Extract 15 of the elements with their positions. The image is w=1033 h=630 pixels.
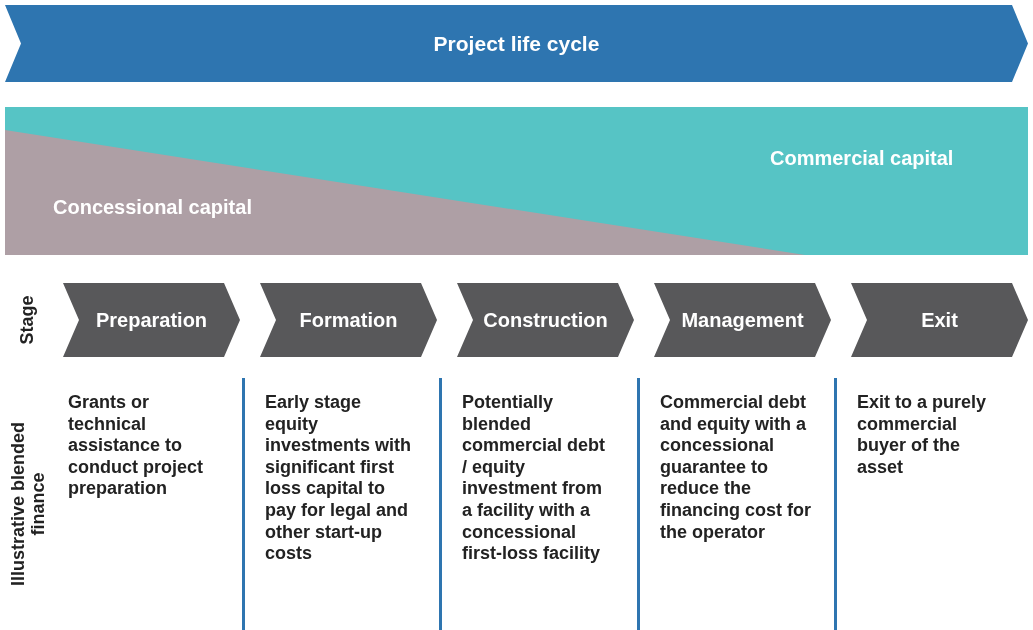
area-label: Commercial capital bbox=[770, 147, 954, 170]
stage-name: Preparation bbox=[94, 308, 209, 332]
finance-description: Exit to a purely commercial buyer of the asset bbox=[857, 392, 988, 479]
area-label: Concessional capital bbox=[53, 196, 252, 219]
stage-name: Exit bbox=[920, 308, 959, 332]
stage-name: Management bbox=[680, 308, 805, 332]
stage-name: Formation bbox=[298, 308, 399, 332]
finance-description: Grants or technical assistance to conduct project preparation bbox=[68, 392, 204, 500]
life-cycle-title: Project life cycle bbox=[432, 31, 601, 56]
row-label: Illustrative blended finance bbox=[8, 421, 48, 589]
row-label: Stage bbox=[17, 295, 37, 345]
finance-description: Potentially blended commercial debt / equity investment from a facility with a concessional first-loss facility bbox=[462, 392, 607, 565]
finance-description: Commercial debt and equity with a concessional guarantee to reduce the financing cost for the operator bbox=[660, 392, 812, 544]
stage-name: Construction bbox=[482, 308, 609, 332]
finance-description: Early stage equity investments with significant first loss capital to pay for legal and other start-up costs bbox=[265, 392, 413, 565]
